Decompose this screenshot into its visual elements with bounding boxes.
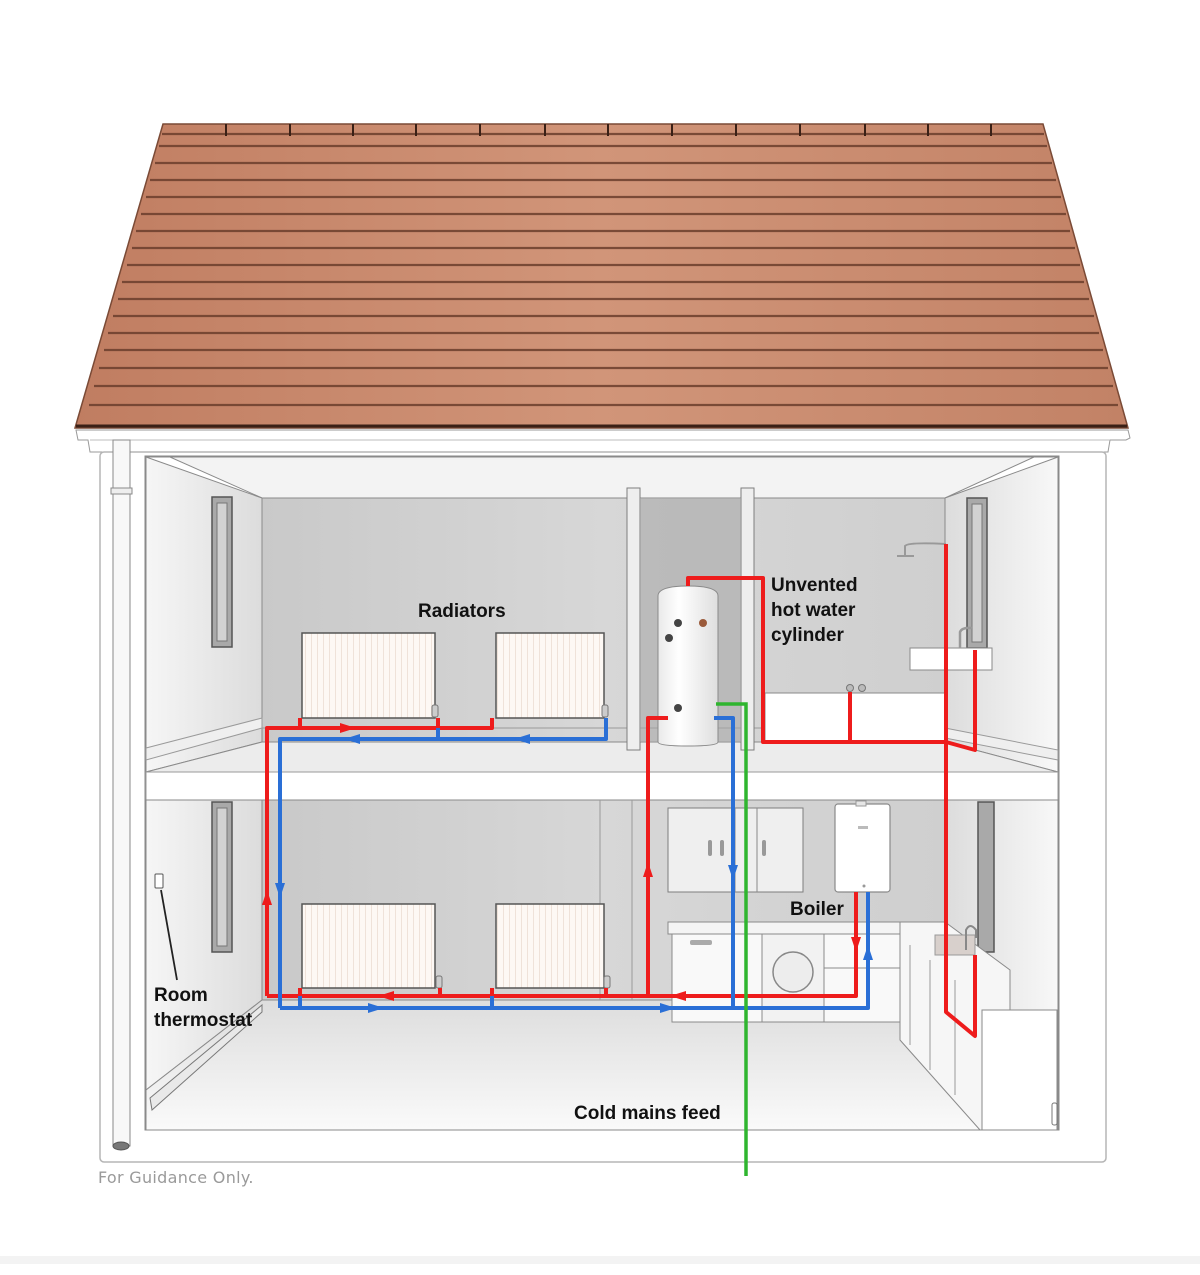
boiler xyxy=(834,800,891,893)
guidance-note: For Guidance Only. xyxy=(98,1168,254,1187)
radiator-upstairs-right xyxy=(495,632,609,719)
hot-water-cylinder xyxy=(657,585,719,747)
gutter xyxy=(75,429,1131,453)
label-thermostat-1: Room xyxy=(154,985,208,1006)
roof xyxy=(74,123,1129,429)
radiator-ground-right xyxy=(495,903,611,989)
label-radiators: Radiators xyxy=(418,601,506,622)
label-cylinder-2: hot water xyxy=(771,600,856,621)
radiator-upstairs-left xyxy=(301,632,439,719)
radiator-ground-left xyxy=(301,903,443,989)
label-cylinder-3: cylinder xyxy=(771,625,844,646)
label-thermostat-2: thermostat xyxy=(154,1010,253,1031)
room-thermostat xyxy=(154,873,178,981)
downpipe xyxy=(110,439,133,1151)
hot-flow-pipes xyxy=(265,544,977,1038)
flow-arrows xyxy=(262,723,873,1013)
label-cold-mains: Cold mains feed xyxy=(574,1103,721,1124)
bathroom-fixtures xyxy=(764,542,993,744)
label-boiler: Boiler xyxy=(790,899,844,920)
cold-mains-pipe xyxy=(716,702,748,1176)
label-cylinder-1: Unvented xyxy=(771,575,858,596)
bottom-band xyxy=(0,1256,1200,1264)
return-pipes xyxy=(278,716,870,1010)
floor-slab xyxy=(145,771,1059,801)
